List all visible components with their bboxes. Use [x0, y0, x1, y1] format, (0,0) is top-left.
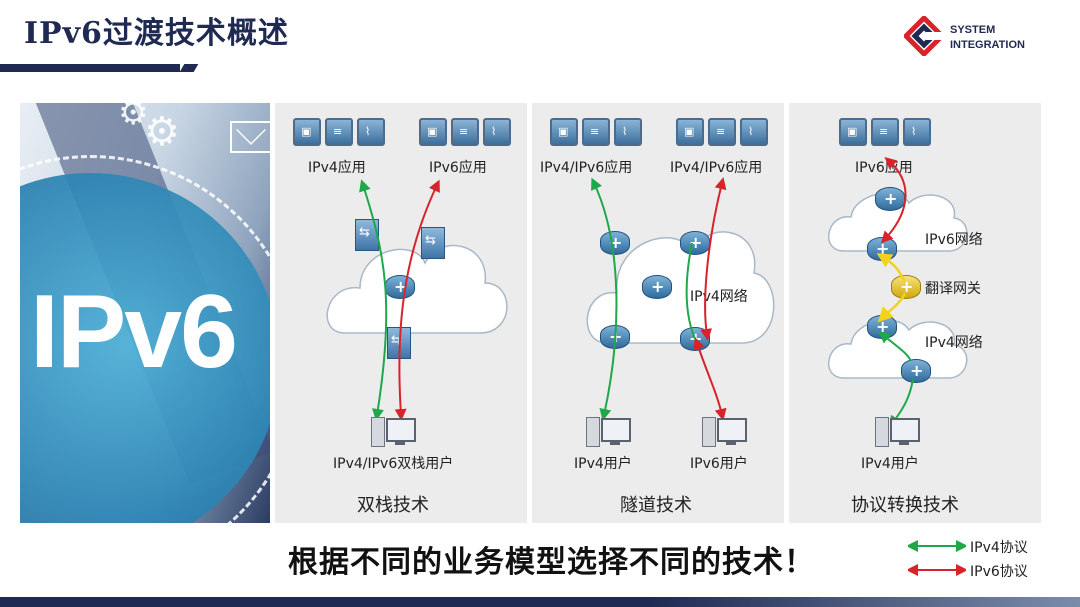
- page-title: IPv6过渡技术概述: [24, 8, 289, 52]
- panel-tunnel: ▣≡⌇ ▣≡⌇ IPv4/IPv6应用 IPv4/IPv6应用 IPv4网络 I…: [532, 103, 784, 523]
- hero-ipv6-text: IPv6: [30, 273, 236, 392]
- logo-line-2: INTEGRATION: [950, 38, 1025, 53]
- logo-text: SYSTEM INTEGRATION: [950, 23, 1025, 53]
- legend-ipv4-label: IPv4协议: [970, 537, 1028, 557]
- user-computer-icon: [702, 417, 748, 447]
- footer-bar: [0, 597, 1080, 607]
- user-computer-icon: [586, 417, 632, 447]
- slogan-text: 根据不同的业务模型选择不同的技术！: [288, 537, 815, 581]
- user-label-dual-stack: IPv4/IPv6双栈用户: [333, 453, 453, 473]
- gear-icon: ⚙: [144, 109, 180, 155]
- user-label-ipv4: IPv4用户: [574, 453, 632, 473]
- panel-protocol-translation: ▣≡⌇ IPv6应用 IPv6网络 翻译网关 IPv4网络 IPv4用户 协议转…: [789, 103, 1041, 523]
- user-label-ipv6: IPv6用户: [690, 453, 748, 473]
- panel-title-dual-stack: 双栈技术: [357, 491, 429, 517]
- legend-arrows: [908, 538, 966, 578]
- panel-title-protocol-translation: 协议转换技术: [851, 491, 959, 517]
- company-logo: SYSTEM INTEGRATION: [904, 16, 1054, 60]
- panel-title-tunnel: 隧道技术: [620, 491, 692, 517]
- legend-ipv6-label: IPv6协议: [970, 561, 1028, 581]
- user-label-ipv4: IPv4用户: [861, 453, 919, 473]
- si-logo-icon: [904, 16, 944, 56]
- user-computer-icon: [875, 417, 921, 447]
- user-computer-icon: [371, 417, 417, 447]
- logo-line-1: SYSTEM: [950, 23, 1025, 38]
- title-underline: [0, 64, 180, 72]
- panel-dual-stack: ▣≡⌇ ▣≡⌇ IPv4应用 IPv6应用 IPv4/IPv6双栈用户 双栈技术: [275, 103, 527, 523]
- mail-icon: [230, 121, 270, 153]
- ipv6-hero-image: ⚙ ⚙ IPv6: [20, 103, 270, 523]
- title-underline-accent: [180, 64, 199, 72]
